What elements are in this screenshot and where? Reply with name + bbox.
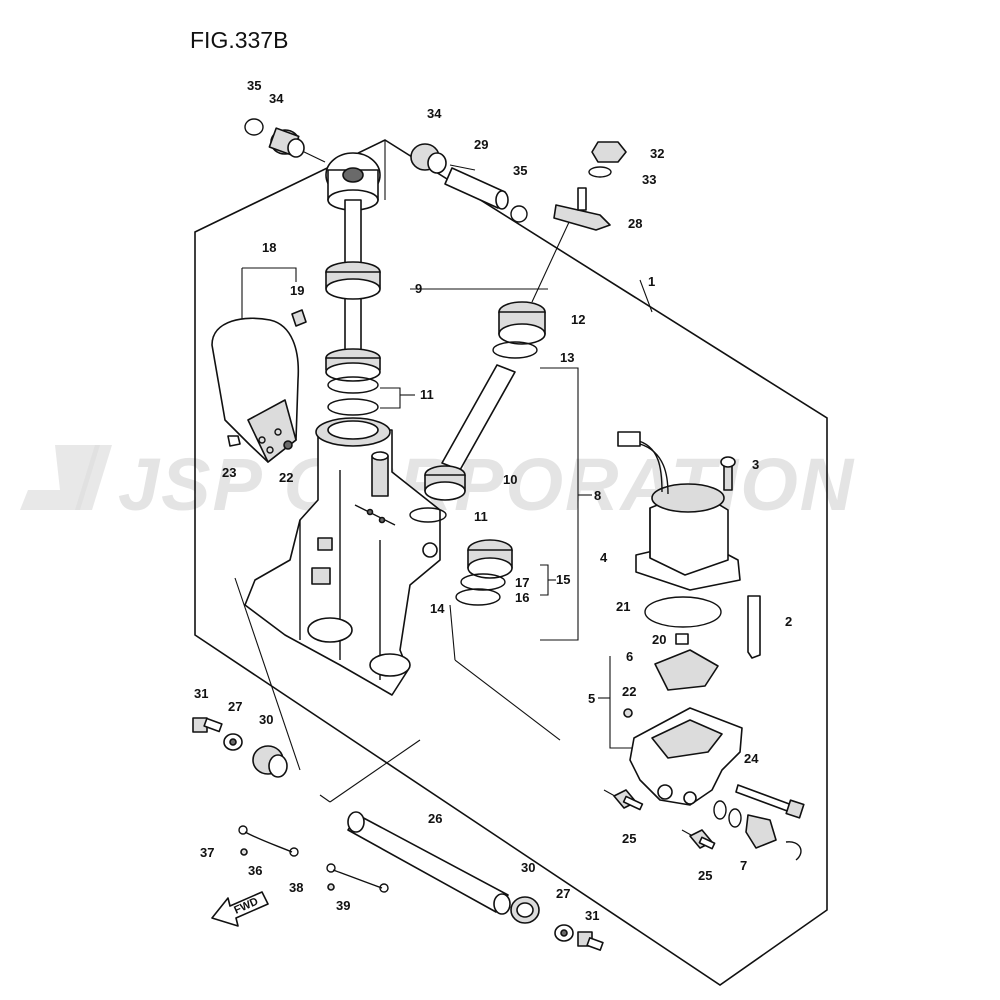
callout-17: 17 bbox=[515, 575, 529, 590]
callout-13: 13 bbox=[560, 350, 574, 365]
callout-12: 12 bbox=[571, 312, 585, 327]
callout-18: 18 bbox=[262, 240, 276, 255]
callout-30b: 30 bbox=[521, 860, 535, 875]
relief-valve bbox=[713, 800, 802, 861]
callout-4: 4 bbox=[600, 550, 608, 565]
callout-38: 38 bbox=[289, 880, 303, 895]
trim-rod-assembly bbox=[325, 152, 381, 416]
callout-3: 3 bbox=[752, 457, 759, 472]
callout-15: 15 bbox=[556, 572, 570, 587]
callout-37: 37 bbox=[200, 845, 214, 860]
callout-16: 16 bbox=[515, 590, 529, 605]
callout-35a: 35 bbox=[247, 78, 261, 93]
lower-shaft bbox=[252, 745, 540, 924]
callout-26: 26 bbox=[428, 811, 442, 826]
callout-31b: 31 bbox=[585, 908, 599, 923]
trim-housing bbox=[244, 417, 441, 696]
callout-2: 2 bbox=[785, 614, 792, 629]
callout-34a: 34 bbox=[269, 91, 284, 106]
piston-assembly bbox=[455, 539, 513, 606]
callout-9: 9 bbox=[415, 281, 422, 296]
callout-11a: 11 bbox=[420, 387, 434, 402]
callout-19: 19 bbox=[290, 283, 304, 298]
callout-8: 8 bbox=[594, 488, 601, 503]
callout-34b: 34 bbox=[427, 106, 442, 121]
callout-labels: 1 2 3 4 5 6 7 8 9 10 11 11 12 13 14 15 1… bbox=[194, 78, 792, 923]
callout-32: 32 bbox=[650, 146, 664, 161]
callout-25b: 25 bbox=[698, 868, 712, 883]
callout-22b: 22 bbox=[622, 684, 636, 699]
callout-33: 33 bbox=[642, 172, 656, 187]
callout-30a: 30 bbox=[259, 712, 273, 727]
bolts bbox=[192, 717, 805, 951]
callout-11b: 11 bbox=[474, 509, 488, 524]
pump-assembly bbox=[623, 633, 743, 806]
callout-35b: 35 bbox=[513, 163, 527, 178]
callout-36: 36 bbox=[248, 863, 262, 878]
wire-clamp bbox=[747, 595, 761, 659]
callout-27a: 27 bbox=[228, 699, 242, 714]
fwd-arrow: FWD bbox=[211, 891, 269, 927]
callout-6: 6 bbox=[626, 649, 633, 664]
callout-5: 5 bbox=[588, 691, 595, 706]
callout-29: 29 bbox=[474, 137, 488, 152]
leader-lines bbox=[234, 149, 701, 841]
callout-20: 20 bbox=[652, 632, 666, 647]
tilt-rod-assembly bbox=[409, 301, 546, 523]
manual-valve bbox=[553, 141, 627, 231]
figure-title: FIG.337B bbox=[190, 27, 288, 53]
ground-leads bbox=[238, 825, 389, 893]
callout-31a: 31 bbox=[194, 686, 208, 701]
reservoir-cover bbox=[211, 309, 307, 463]
callout-24: 24 bbox=[744, 751, 759, 766]
callout-7: 7 bbox=[740, 858, 747, 873]
callout-28: 28 bbox=[628, 216, 642, 231]
callout-21: 21 bbox=[616, 599, 630, 614]
callout-1: 1 bbox=[648, 274, 655, 289]
callout-23: 23 bbox=[222, 465, 236, 480]
callout-27b: 27 bbox=[556, 886, 570, 901]
callout-39: 39 bbox=[336, 898, 350, 913]
trim-motor bbox=[617, 431, 741, 628]
callout-25a: 25 bbox=[622, 831, 636, 846]
pins-bushings bbox=[244, 118, 528, 223]
callout-10: 10 bbox=[503, 472, 517, 487]
callout-22a: 22 bbox=[279, 470, 293, 485]
callout-14: 14 bbox=[430, 601, 445, 616]
